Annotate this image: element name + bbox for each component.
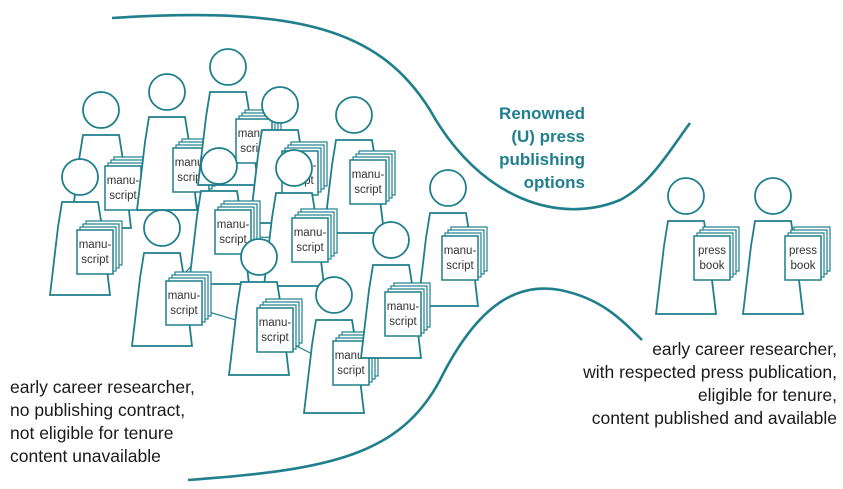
stack-front-sheet — [441, 235, 479, 281]
book-label-line1: press — [789, 245, 817, 257]
stack-front-sheet — [784, 235, 822, 281]
person-head — [61, 158, 99, 196]
manuscript-label-line1: manu- — [259, 317, 292, 329]
manuscript-label-line1: manu- — [79, 239, 112, 251]
manuscript-label-line1: manu- — [217, 219, 250, 231]
manuscript-label-line2: script — [354, 184, 382, 196]
manuscript-label-line2: script — [170, 305, 198, 317]
right-group: press book press book — [654, 177, 831, 315]
manuscript-label-line2: script — [296, 242, 324, 254]
stack-front-sheet — [165, 280, 203, 326]
manuscript-icon: manu-script — [76, 220, 123, 275]
person-head — [754, 177, 792, 215]
person-head — [200, 147, 238, 185]
manuscript-icon: manu-script — [214, 200, 261, 255]
left-caption-line: content unavailable — [10, 446, 161, 466]
stack-front-sheet — [104, 165, 142, 211]
manuscript-icon: manu-script — [291, 208, 338, 263]
manuscript-icon: manu-script — [441, 226, 488, 281]
stack-front-sheet — [349, 159, 387, 205]
right-caption-line: with respected press publication, — [583, 362, 837, 382]
person-head — [240, 238, 278, 276]
manuscript-icon: manu-script — [165, 271, 212, 326]
manuscript-label-line1: manu- — [107, 175, 140, 187]
right-caption-line: early career researcher, — [652, 339, 837, 359]
manuscript-label-line2: script — [337, 365, 365, 377]
person-head — [82, 91, 120, 129]
manuscript-label-line2: script — [446, 260, 474, 272]
manuscript-label-line1: manu- — [168, 290, 201, 302]
left-caption-line: not eligible for tenure — [10, 423, 174, 443]
stack-front-sheet — [256, 307, 294, 353]
stack-front-sheet — [384, 291, 422, 337]
manuscript-label-line2: script — [109, 190, 137, 202]
left-group: manu-scriptmanu-scriptmanu-scriptmanu-sc… — [48, 48, 488, 414]
person-head — [667, 177, 705, 215]
manuscript-label-line1: manu- — [352, 169, 385, 181]
left-caption: early career researcher, no publishing c… — [10, 376, 195, 468]
book-label-line2: book — [700, 260, 725, 272]
person-head — [148, 73, 186, 111]
manuscript-label-line1: manu- — [294, 227, 327, 239]
left-caption-line: early career researcher, — [10, 377, 195, 397]
right-caption: early career researcher, with respected … — [583, 338, 837, 430]
person-head — [429, 169, 467, 207]
left-caption-line: no publishing contract, — [10, 400, 186, 420]
manuscript-icon: manu-script — [349, 150, 396, 205]
person-head — [275, 149, 313, 187]
stack-front-sheet — [76, 229, 114, 275]
manuscript-label-line1: manu- — [444, 245, 477, 257]
stack-front-sheet — [291, 217, 329, 263]
manuscript-label-line1: manu- — [175, 157, 208, 169]
manuscript-label-line2: script — [389, 316, 417, 328]
press-book-icon: press book — [693, 226, 740, 281]
funnel-top-curve — [111, 13, 692, 211]
book-label-line1: press — [698, 245, 726, 257]
funnel-title-line: Renowned — [499, 104, 585, 123]
funnel-title-line: publishing — [499, 150, 585, 169]
funnel-title-line: options — [523, 173, 585, 192]
manuscript-icon: manu-script — [384, 282, 431, 337]
stack-front-sheet — [693, 235, 731, 281]
person-head — [315, 276, 353, 314]
right-caption-line: eligible for tenure, — [697, 385, 837, 405]
right-caption-line: content published and available — [591, 408, 837, 428]
funnel-bottom-curve — [187, 287, 643, 482]
person-head — [261, 86, 299, 124]
manuscript-label-line1: manu- — [387, 301, 420, 313]
manuscript-label-line2: script — [219, 234, 247, 246]
funnel-title: Renowned (U) press publishing options — [499, 102, 585, 194]
manuscript-label-line2: script — [81, 254, 109, 266]
manuscript-label-line1: manu- — [335, 350, 368, 362]
person-head — [372, 221, 410, 259]
person-head — [209, 48, 247, 86]
manuscript-icon: manu-script — [256, 298, 303, 353]
person-head — [143, 209, 181, 247]
book-label-line2: book — [791, 260, 816, 272]
manuscript-label-line2: script — [261, 332, 289, 344]
press-book-icon: press book — [784, 226, 831, 281]
funnel-title-line: (U) press — [511, 127, 585, 146]
person-head — [335, 96, 373, 134]
